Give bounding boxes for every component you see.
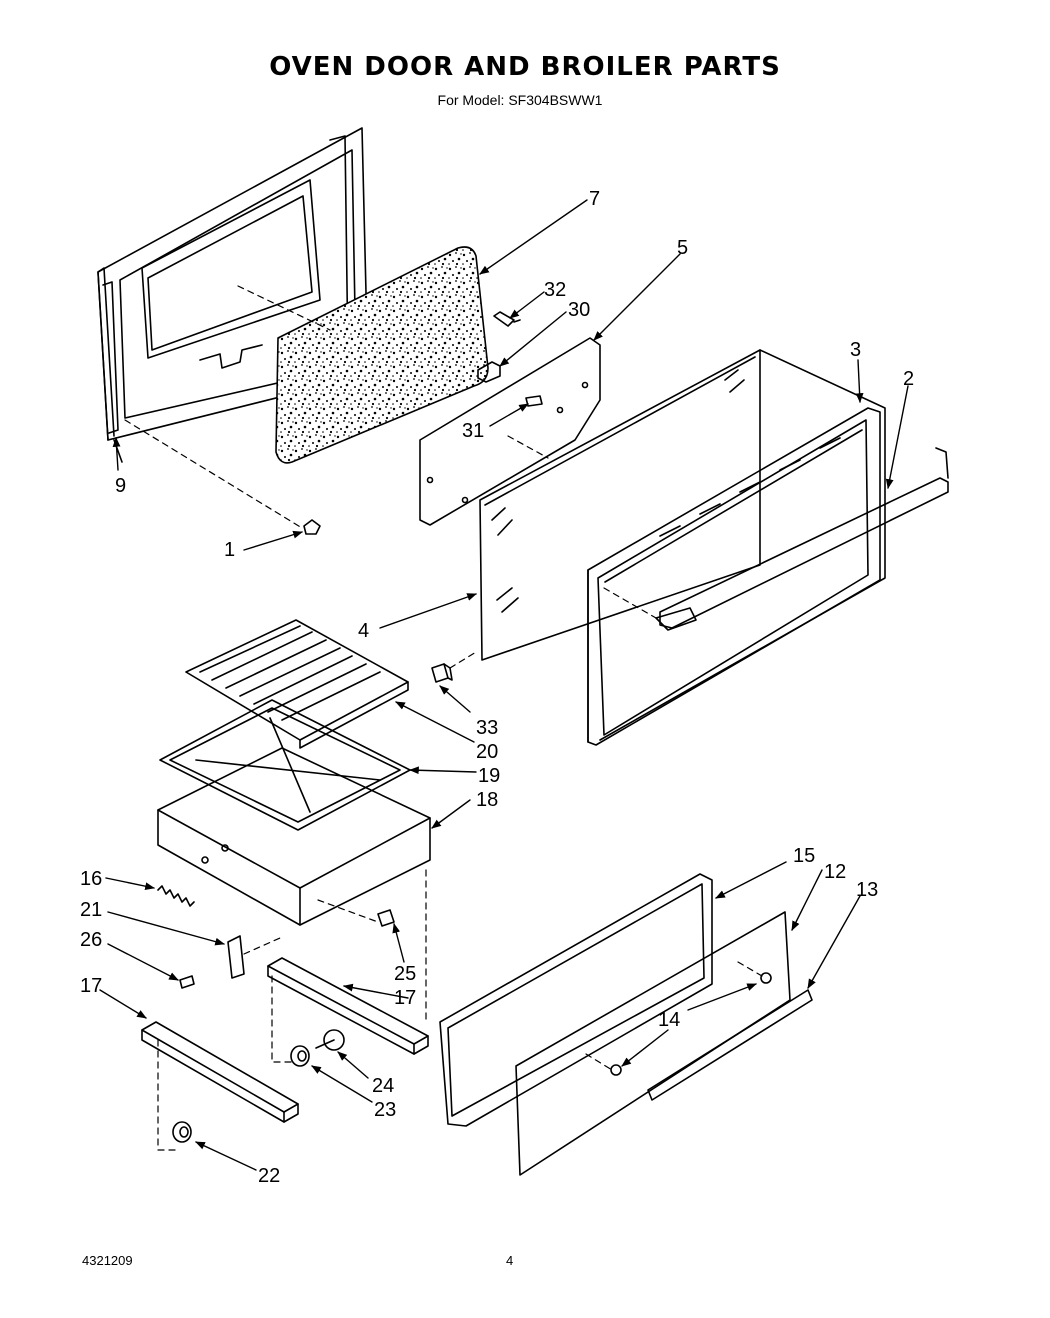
callout-33: 33 — [476, 717, 498, 739]
bracket-screw — [179, 975, 195, 989]
callout-5: 5 — [677, 237, 688, 259]
roller-23 — [290, 1045, 310, 1067]
bumper-upper — [760, 972, 772, 984]
roller-24 — [315, 1029, 345, 1051]
callout-21: 21 — [80, 899, 102, 921]
callout-32: 32 — [544, 279, 566, 301]
callout-23: 23 — [374, 1099, 396, 1121]
callout-25: 25 — [394, 963, 416, 985]
slide-rail-right — [267, 957, 429, 1055]
callout-17a: 17 — [80, 975, 102, 997]
callout-labels: 7 5 32 30 31 3 2 9 1 4 33 20 19 18 16 21… — [80, 188, 914, 1187]
callout-1: 1 — [224, 539, 235, 561]
callout-9: 9 — [115, 475, 126, 497]
callout-30: 30 — [568, 299, 590, 321]
callout-16: 16 — [80, 868, 102, 890]
callout-18: 18 — [476, 789, 498, 811]
broiler-spring — [157, 885, 195, 907]
page-title: OVEN DOOR AND BROILER PARTS — [269, 52, 781, 82]
hardware-clip-30 — [477, 361, 501, 383]
callout-19: 19 — [478, 765, 500, 787]
bumper-lower — [610, 1064, 622, 1076]
hardware-screw-31 — [525, 395, 543, 407]
callout-15: 15 — [793, 845, 815, 867]
callout-13: 13 — [856, 879, 878, 901]
callout-3: 3 — [850, 339, 861, 361]
broiler-handle — [647, 989, 813, 1101]
door-insulation — [275, 246, 489, 464]
hardware-bumper-1 — [303, 519, 321, 535]
hardware-screw-32 — [493, 311, 521, 327]
document-number: 4321209 — [82, 1253, 133, 1268]
callout-24: 24 — [372, 1075, 394, 1097]
callout-14: 14 — [658, 1009, 680, 1031]
roller-22 — [172, 1121, 192, 1143]
latch-bracket — [227, 935, 245, 979]
broiler-front-panel — [515, 911, 791, 1176]
page-number: 4 — [506, 1253, 514, 1268]
broiler-inner-panel — [439, 873, 713, 1127]
slide-rail-left — [141, 1021, 299, 1123]
callout-26: 26 — [80, 929, 102, 951]
callout-20: 20 — [476, 741, 498, 763]
outer-door-frame — [587, 349, 886, 746]
callout-17b: 17 — [394, 987, 416, 1009]
broiler-pan-insert — [159, 699, 411, 831]
callout-4: 4 — [358, 620, 369, 642]
model-subtitle: For Model: SF304BSWW1 — [437, 92, 603, 108]
callout-2: 2 — [903, 368, 914, 390]
callout-12: 12 — [824, 861, 846, 883]
clip-25 — [377, 909, 395, 927]
callout-22: 22 — [258, 1165, 280, 1187]
door-handle — [655, 447, 949, 631]
broiler-grid — [185, 619, 409, 749]
assembly-lines — [124, 285, 763, 1151]
broiler-pan — [157, 747, 431, 926]
callout-7: 7 — [589, 188, 600, 210]
callout-31: 31 — [462, 420, 484, 442]
hardware-spacer-33 — [431, 663, 453, 683]
glass-retainer-plate — [419, 337, 601, 526]
leader-arrows — [99, 199, 909, 1171]
